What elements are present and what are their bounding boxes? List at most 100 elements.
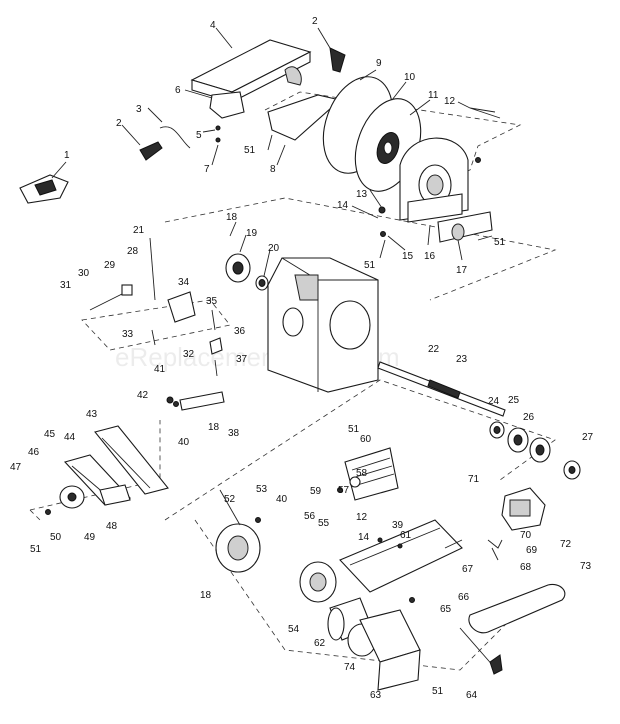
callout-64: 64 xyxy=(466,690,478,701)
part-38-link xyxy=(179,391,225,411)
part-39-screw xyxy=(377,537,383,543)
part-58-washer xyxy=(349,476,361,488)
part-36-lever xyxy=(209,337,223,355)
part-2-clamp xyxy=(284,66,302,86)
callout-66: 66 xyxy=(458,592,470,603)
callout-2-top: 2 xyxy=(312,16,318,27)
part-43-rail xyxy=(94,425,169,495)
callout-27: 27 xyxy=(582,432,594,443)
part-70-wire xyxy=(487,539,503,549)
main-housing xyxy=(267,257,379,393)
part-26-pulley xyxy=(529,437,551,463)
part-21-pin xyxy=(149,237,156,301)
callout-48: 48 xyxy=(106,521,118,532)
callout-51-left: 51 xyxy=(30,544,42,555)
part-65-screw xyxy=(409,597,415,603)
left-bracket-boundary xyxy=(81,299,231,351)
callout-29: 29 xyxy=(104,260,116,271)
callout-38: 38 xyxy=(228,428,240,439)
callout-36: 36 xyxy=(234,326,246,337)
part-1-guard-clamp xyxy=(19,174,69,204)
callout-34: 34 xyxy=(178,277,190,288)
callout-71: 71 xyxy=(468,474,480,485)
part-67-spring xyxy=(444,539,463,549)
lower-assembly-boundary xyxy=(164,379,556,521)
part-41-nut xyxy=(166,396,174,404)
part-2-knob-top xyxy=(329,47,346,73)
callout-32: 32 xyxy=(183,349,195,360)
callout-53: 53 xyxy=(256,484,268,495)
part-3-arm xyxy=(159,126,191,149)
callout-51-mid: 51 xyxy=(364,260,376,271)
callout-12-bottom: 12 xyxy=(356,512,368,523)
callout-74: 74 xyxy=(344,662,356,673)
callout-3: 3 xyxy=(136,104,142,115)
callout-73: 73 xyxy=(580,561,592,572)
part-25-pulley xyxy=(507,427,529,453)
callout-58: 58 xyxy=(356,468,368,479)
part-37-pin xyxy=(214,359,218,377)
part-72-motor xyxy=(501,487,546,531)
part-49-knob xyxy=(59,485,85,509)
part-17-dust-port xyxy=(437,211,493,243)
callout-72: 72 xyxy=(560,539,572,550)
callout-41: 41 xyxy=(154,364,166,375)
callout-20: 20 xyxy=(268,243,280,254)
callout-65: 65 xyxy=(440,604,452,615)
callout-46: 46 xyxy=(28,447,40,458)
callout-17: 17 xyxy=(456,265,468,276)
leader-lines xyxy=(51,27,501,526)
part-20-bearing xyxy=(255,275,269,291)
part-12-screw xyxy=(475,157,481,163)
callout-25: 25 xyxy=(508,395,520,406)
callout-56: 56 xyxy=(304,511,316,522)
callout-13: 13 xyxy=(356,189,368,200)
callout-14-top: 14 xyxy=(337,200,349,211)
callout-55: 55 xyxy=(318,518,330,529)
callout-23: 23 xyxy=(456,354,468,365)
part-2-knob-left xyxy=(139,141,163,161)
callout-40-right: 40 xyxy=(276,494,288,505)
callout-16: 16 xyxy=(424,251,436,262)
callout-33: 33 xyxy=(122,329,134,340)
callout-68: 68 xyxy=(520,562,532,573)
callout-8: 8 xyxy=(270,164,276,175)
part-22-shaft xyxy=(377,361,506,417)
callout-5: 5 xyxy=(196,130,202,141)
part-42-nut xyxy=(173,401,179,407)
callout-57: 57 xyxy=(338,485,350,496)
part-8-side-plate xyxy=(267,94,342,141)
part-60-guard-plate xyxy=(344,447,399,501)
callout-62: 62 xyxy=(314,638,326,649)
part-53-screw xyxy=(255,517,261,523)
part-27-bearing xyxy=(563,460,581,480)
callout-44: 44 xyxy=(64,432,76,443)
part-7-screw xyxy=(215,137,221,143)
callout-50: 50 xyxy=(50,532,62,543)
callout-2-left: 2 xyxy=(116,118,122,129)
callout-59: 59 xyxy=(310,486,322,497)
callout-51-bottom: 51 xyxy=(432,686,444,697)
callout-18-top: 18 xyxy=(226,212,238,223)
part-13-screw xyxy=(378,206,386,214)
part-48-plate xyxy=(99,484,131,506)
callout-42: 42 xyxy=(137,390,149,401)
callout-60: 60 xyxy=(360,434,372,445)
callout-19: 19 xyxy=(246,228,258,239)
part-63-drum xyxy=(359,609,421,691)
part-24-pulley xyxy=(489,421,505,439)
callout-labels: 1 2 2 3 4 5 6 7 8 9 10 11 12 13 14 15 16… xyxy=(10,16,594,701)
part-34-bracket xyxy=(167,291,196,323)
callout-22: 22 xyxy=(428,344,440,355)
callout-10: 10 xyxy=(404,72,416,83)
callout-18-mid: 18 xyxy=(208,422,220,433)
callout-61: 61 xyxy=(400,530,412,541)
callout-54: 54 xyxy=(288,624,300,635)
base-assembly-boundary xyxy=(194,519,521,671)
callout-26: 26 xyxy=(523,412,535,423)
callout-6: 6 xyxy=(175,85,181,96)
callout-69: 69 xyxy=(526,545,538,556)
callout-9: 9 xyxy=(376,58,382,69)
callout-31: 31 xyxy=(60,280,72,291)
part-59-screw xyxy=(337,487,343,493)
